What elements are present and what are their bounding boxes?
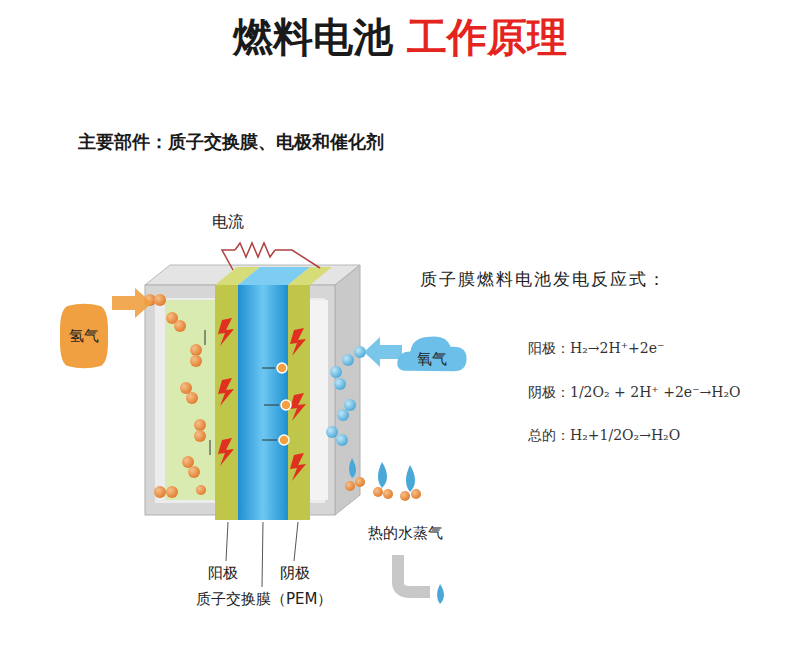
hydrogen-tank: 氢气 bbox=[58, 303, 110, 369]
cathode-label: 阴极 bbox=[280, 564, 310, 583]
node-text-wrap: 氢气 bbox=[58, 327, 110, 346]
node-text-wrap: 氧气 bbox=[396, 350, 468, 369]
steam-label: 热的水蒸气 bbox=[368, 524, 443, 543]
overall-equation: 总的：H₂+1/2O₂→H₂O bbox=[528, 427, 680, 445]
current-label: 电流 bbox=[212, 212, 244, 233]
node-text: 氧气 bbox=[396, 350, 468, 369]
pem-label: 质子交换膜（PEM） bbox=[196, 590, 332, 609]
subtitle: 主要部件：质子交换膜、电极和催化剂 bbox=[78, 130, 384, 154]
equation-heading: 质子膜燃料电池发电反应式： bbox=[420, 268, 667, 291]
oxygen-cloud: 氧气 bbox=[396, 330, 468, 378]
cathode-equation: 阴极：1/2O₂ + 2H⁺ +2e⁻→H₂O bbox=[528, 384, 741, 402]
anode-label: 阳极 bbox=[208, 564, 238, 583]
title-highlight: 工作原理 bbox=[407, 10, 567, 65]
anode-equation: 阳极：H₂→2H⁺+2e⁻ bbox=[528, 340, 664, 358]
node-text: 氢气 bbox=[58, 327, 110, 346]
title: 燃料电池 bbox=[233, 10, 393, 65]
